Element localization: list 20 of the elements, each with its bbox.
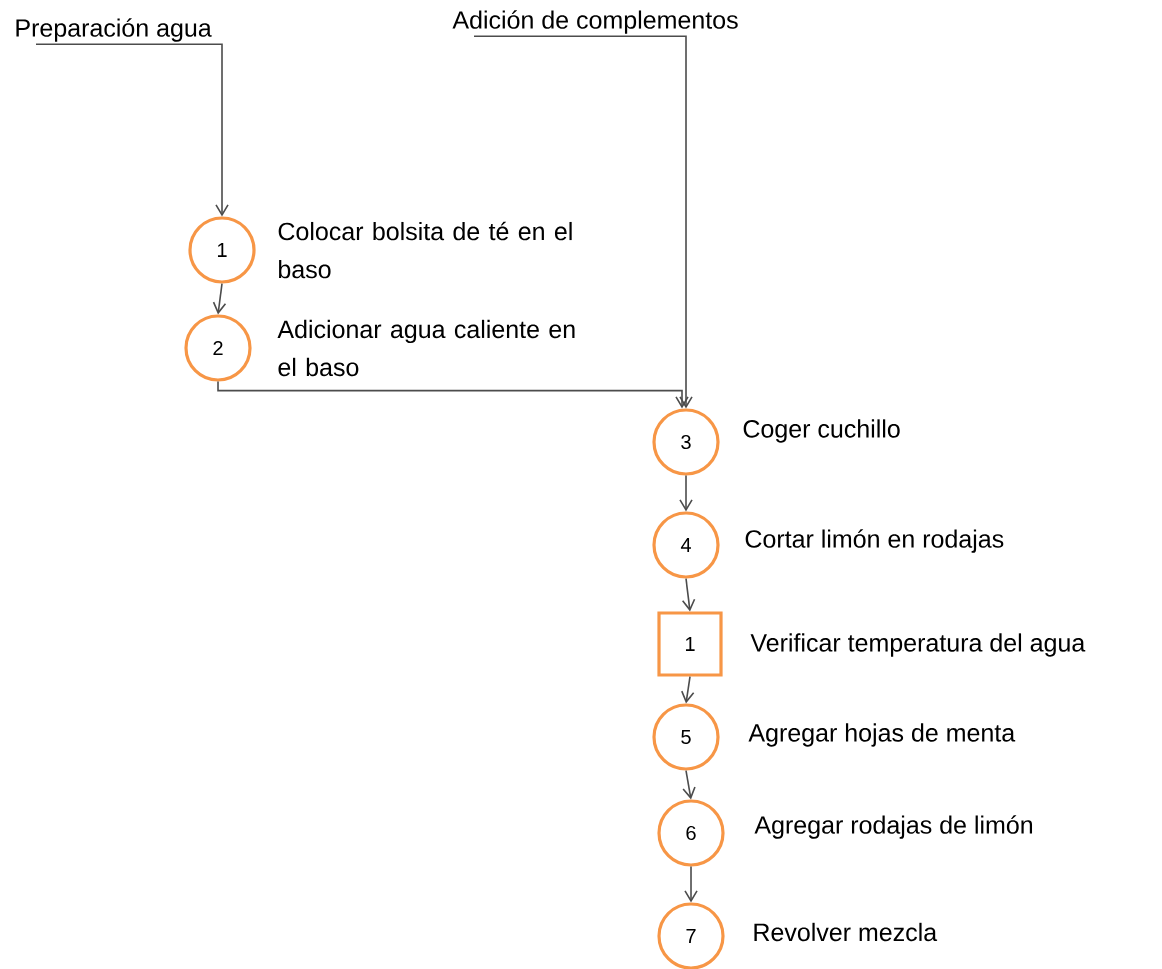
arrow <box>681 675 695 704</box>
inspection-square: 1 <box>657 611 723 677</box>
step-description: Coger cuchillo <box>743 419 900 443</box>
arrow <box>473 35 693 409</box>
arrow <box>212 282 227 315</box>
step-description: Adicionar agua caliente en el baso <box>277 319 575 377</box>
arrow <box>35 43 229 217</box>
arrow <box>681 577 696 612</box>
flow-label: Preparación agua <box>16 18 212 42</box>
flow-label: Adición de complementos <box>452 10 738 34</box>
step-description: Agregar hojas de menta <box>748 723 1016 747</box>
step-description: Revolver mezcla <box>754 922 938 942</box>
step-description: Verificar temperatura del agua <box>750 633 1086 657</box>
step-description: Agregar rodajas de limón <box>754 815 1032 839</box>
arrow <box>679 474 693 512</box>
step-description: Colocar bolsita de té en el baso <box>278 221 572 279</box>
arrow <box>217 380 689 409</box>
step-description: Cortar limón en rodajas <box>745 529 1004 553</box>
arrow <box>682 769 696 800</box>
arrow <box>684 865 698 903</box>
